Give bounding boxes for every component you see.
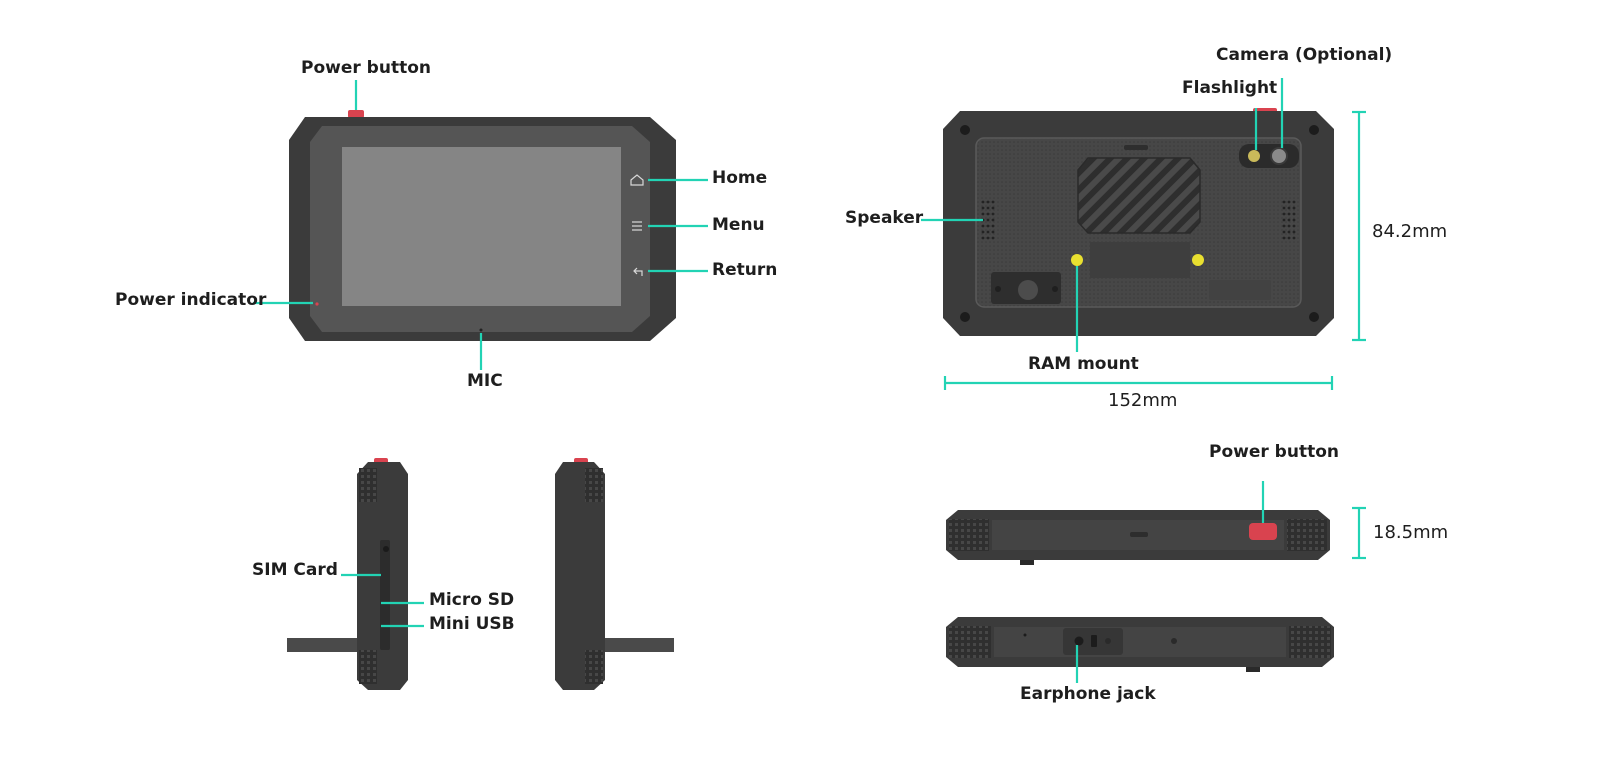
edge-pinhole	[1023, 633, 1027, 637]
mount-plate	[1090, 242, 1190, 278]
top-edge-foot	[1020, 560, 1034, 565]
top-edge-view	[946, 510, 1330, 565]
back-corner-screws	[960, 125, 1319, 322]
cooling-grill	[1077, 157, 1201, 234]
home-icon	[630, 174, 644, 186]
leader-lines	[253, 78, 1366, 683]
power-indicator-led	[315, 302, 319, 306]
mount-arm-left	[287, 638, 359, 652]
side-port-cover	[380, 540, 390, 650]
side-right-body	[555, 462, 605, 690]
bottom-edge-panel	[994, 627, 1286, 657]
label-speaker: Speaker	[845, 208, 924, 228]
side-left-grip-bottom	[359, 650, 377, 684]
mic-hole	[479, 328, 483, 332]
top-edge-grip-left	[949, 519, 989, 551]
speaker-holes-left	[981, 200, 995, 240]
label-micro-sd: Micro SD	[429, 590, 515, 610]
camera-lens	[1270, 147, 1288, 165]
dimension-width: 152mm	[1108, 390, 1178, 411]
front-view	[289, 110, 676, 341]
cover-screw-right	[1052, 286, 1058, 292]
earphone-jack-hole	[1074, 636, 1084, 646]
label-menu: Menu	[712, 215, 765, 235]
flashlight-lens	[1248, 150, 1260, 162]
back-view	[943, 108, 1334, 336]
side-view-left	[287, 458, 408, 690]
top-power-button-key	[1249, 523, 1277, 540]
dimension-thickness: 18.5mm	[1373, 522, 1449, 543]
label-sim-card: SIM Card	[252, 560, 338, 580]
label-earphone-jack: Earphone jack	[1020, 684, 1156, 704]
ram-mount-screw-left	[1071, 254, 1083, 266]
label-power-indicator: Power indicator	[115, 290, 267, 310]
label-home: Home	[712, 168, 768, 188]
label-mic: MIC	[467, 371, 503, 391]
menu-icon	[632, 221, 642, 231]
cover-screw-left	[995, 286, 1001, 292]
return-icon	[633, 267, 643, 276]
back-slot	[1124, 145, 1148, 150]
side-port-screw	[383, 546, 389, 552]
bottom-edge-view	[946, 617, 1334, 672]
mount-arm-right	[600, 638, 674, 652]
label-flashlight: Flashlight	[1182, 78, 1278, 98]
usb-port	[1091, 635, 1097, 647]
side-right-grip-bottom	[585, 650, 603, 684]
label-area	[1209, 280, 1271, 300]
label-camera: Camera (Optional)	[1216, 45, 1393, 65]
connector-plug	[1018, 280, 1038, 300]
label-ram-mount: RAM mount	[1028, 354, 1139, 374]
label-return: Return	[712, 260, 778, 280]
label-top-power-button: Power button	[1209, 442, 1339, 462]
speaker-holes-right	[1282, 200, 1296, 240]
top-edge-grip-right	[1287, 519, 1327, 551]
top-edge-slot	[1130, 532, 1148, 537]
side-right-grip-top	[585, 468, 603, 502]
label-front-power-button: Power button	[301, 58, 431, 78]
bottom-edge-grip-left	[949, 626, 991, 658]
front-screen	[342, 147, 621, 306]
bottom-edge-grip-right	[1289, 626, 1331, 658]
edge-hole-right	[1171, 638, 1177, 644]
front-power-button-key	[348, 110, 364, 118]
side-view-right	[555, 458, 674, 690]
side-left-grip-top	[359, 468, 377, 502]
ram-mount-screw-right	[1192, 254, 1204, 266]
dimension-height: 84.2mm	[1372, 221, 1448, 242]
bottom-edge-foot	[1246, 667, 1260, 672]
label-mini-usb: Mini USB	[429, 614, 515, 634]
port-screw	[1105, 638, 1111, 644]
